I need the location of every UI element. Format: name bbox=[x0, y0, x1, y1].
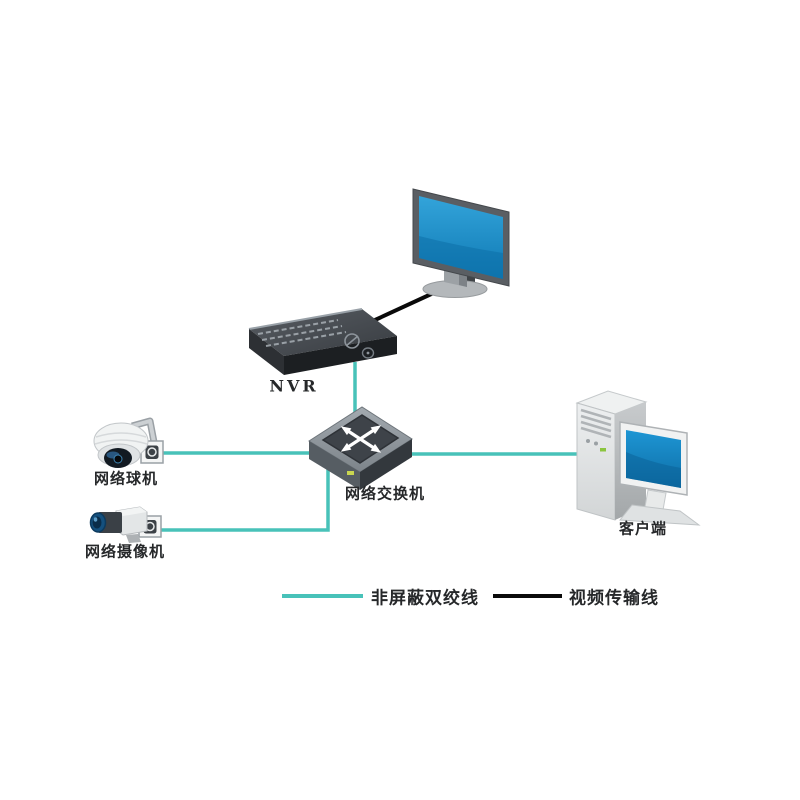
switch-label: 网络交换机 bbox=[344, 484, 426, 503]
dome-camera-ridge bbox=[95, 432, 147, 438]
pc-monitor-screen-glare bbox=[626, 452, 681, 488]
switch-right-face bbox=[360, 439, 412, 490]
connection-lines bbox=[160, 288, 578, 532]
dome-camera-logo-glyph bbox=[147, 447, 157, 457]
legend-utp-label: 非屏蔽双绞线 bbox=[371, 588, 479, 609]
switch-arrows-icon bbox=[340, 425, 382, 453]
box-camera-device bbox=[89, 506, 162, 543]
nvr-left-face bbox=[249, 329, 284, 375]
dome-camera-ridge bbox=[94, 439, 148, 445]
box-camera-body-top bbox=[116, 507, 147, 516]
legend-video-label: 视频传输线 bbox=[569, 588, 659, 609]
pc-reset-button bbox=[594, 441, 598, 446]
box-camera-label: 网络摄像机 bbox=[84, 542, 166, 561]
connection-box-camera-switch bbox=[160, 460, 330, 532]
pc-power-button bbox=[586, 439, 590, 443]
nvr-vent-slots bbox=[257, 319, 347, 347]
network-switch-device bbox=[308, 406, 413, 490]
nvr-edge-highlight bbox=[248, 308, 363, 330]
dome-camera-lens bbox=[113, 454, 123, 464]
nvr-front-face bbox=[284, 336, 397, 375]
dome-camera-arm bbox=[131, 419, 156, 443]
nvr-device bbox=[248, 308, 397, 375]
box-camera-bracket bbox=[126, 534, 141, 543]
display-monitor bbox=[412, 188, 510, 298]
client-pc-device bbox=[575, 390, 701, 526]
nvr-logo-emblems bbox=[344, 333, 375, 359]
connection-display-nvr-video-cable bbox=[373, 288, 442, 322]
client-label: 客户端 bbox=[618, 519, 668, 538]
dome-camera-label: 网络球机 bbox=[93, 469, 159, 488]
box-camera-lens-glint bbox=[93, 517, 98, 522]
pc-monitor-base bbox=[619, 504, 701, 526]
nvr-label: NVR bbox=[269, 376, 319, 396]
switch-led bbox=[347, 471, 354, 475]
pc-drive-bays bbox=[580, 408, 612, 439]
monitor-screen-glare bbox=[419, 236, 503, 279]
dome-camera-device bbox=[93, 417, 164, 468]
pc-power-led bbox=[600, 448, 606, 452]
switch-left-face bbox=[309, 441, 360, 490]
pc-monitor bbox=[619, 421, 701, 526]
nvr-top-face bbox=[249, 309, 397, 356]
